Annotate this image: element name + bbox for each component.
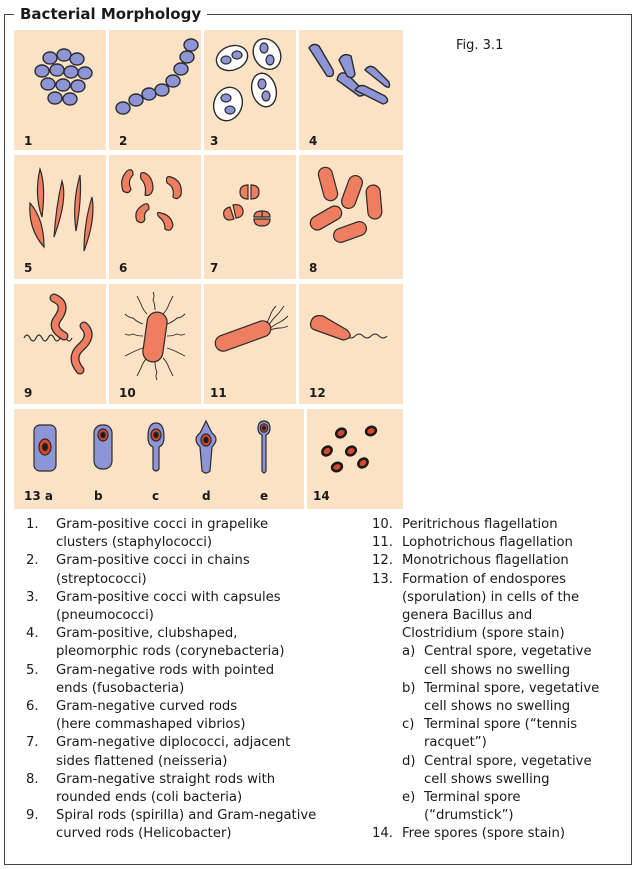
- spore-label-a: 13 a: [24, 489, 53, 503]
- panel-number: 11: [210, 386, 227, 400]
- peritrichous-drawing: [124, 291, 186, 381]
- legend-sub-e: e)Terminal spore(“drumstick”): [402, 790, 521, 824]
- panel-12-monotrichous: 12: [299, 284, 403, 404]
- figure-frame: [4, 14, 632, 865]
- spore-label-e: e: [260, 489, 269, 503]
- lophotrichous-drawing: [214, 305, 289, 352]
- panel-number: 1: [24, 134, 33, 148]
- panel-number: 8: [309, 261, 318, 275]
- legend-item-13: 13.Formation of endospores(sporulation) …: [372, 571, 580, 642]
- panel-number: 5: [24, 261, 33, 275]
- panel-number: 7: [210, 261, 219, 275]
- legend-item-10: 10.Peritrichous flagellation: [372, 517, 558, 532]
- legend-item-6: 6.Gram-negative curved rods(here commash…: [26, 699, 246, 733]
- panel-13-endospores: 13 a b c d e: [14, 409, 304, 509]
- figure-title: Bacterial Morphology: [14, 4, 208, 24]
- legend-right: 10.Peritrichous flagellation 11.Lophotri…: [372, 516, 628, 844]
- legend-item-9: 9.Spiral rods (spirilla) and Gram-negati…: [26, 808, 317, 842]
- panel-14-free-spores: 14: [307, 409, 403, 509]
- panel-number: 6: [119, 261, 128, 275]
- legend-item-12: 12.Monotrichous flagellation: [372, 553, 569, 569]
- legend-item-11: 11.Lophotrichous flagellation: [372, 535, 573, 551]
- panel-number: 14: [313, 489, 330, 503]
- panel-number: 12: [309, 386, 326, 400]
- spirilla-drawing: [23, 293, 93, 375]
- panel-5-fusobacteria: 5: [14, 155, 106, 279]
- figure-label: Fig. 3.1: [456, 38, 504, 53]
- legend-item-2: 2.Gram-positive cocci in chains(streptoc…: [26, 553, 250, 587]
- panel-7-neisseria: 7: [204, 155, 296, 279]
- panel-number: 9: [24, 386, 33, 400]
- legend-item-3: 3.Gram-positive cocci with capsules(pneu…: [26, 589, 281, 624]
- spore-label-b: b: [94, 489, 103, 503]
- panel-11-lophotrichous: 11: [204, 284, 296, 404]
- panel-number: 2: [119, 134, 128, 148]
- monotrichous-drawing: [309, 315, 388, 341]
- panel-number: 10: [119, 386, 136, 400]
- panel-1-staphylococci: 1: [14, 30, 106, 150]
- panel-10-peritrichous: 10: [109, 284, 201, 404]
- spore-label-d: d: [202, 489, 211, 503]
- corynebacteria-drawing: [308, 43, 391, 105]
- panel-2-streptococci: 2: [109, 30, 201, 150]
- panel-number: 3: [210, 134, 219, 148]
- panel-8-coli-bacteria: 8: [299, 155, 403, 279]
- free-spores-drawing: [321, 425, 378, 473]
- fusobacteria-drawing: [29, 166, 94, 252]
- spore-label-c: c: [152, 489, 160, 503]
- pneumococci-drawing: [212, 37, 282, 122]
- legend-item-14: 14.Free spores (spore stain): [372, 826, 565, 842]
- endospores-drawing: [33, 419, 271, 474]
- panel-number: 4: [309, 134, 318, 148]
- panel-9-spirilla: 9: [14, 284, 106, 404]
- coli-bacteria-drawing: [309, 166, 383, 244]
- panel-4-corynebacteria: 4: [299, 30, 403, 150]
- staphylococci-drawing: [34, 48, 93, 106]
- streptococci-drawing: [115, 38, 199, 115]
- vibrios-drawing: [121, 169, 182, 231]
- legend-item-4: 4.Gram-positive, clubshaped,pleomorphic …: [26, 626, 285, 660]
- panel-3-pneumococci: 3: [204, 30, 296, 150]
- panel-6-vibrios: 6: [109, 155, 201, 279]
- neisseria-drawing: [223, 184, 271, 227]
